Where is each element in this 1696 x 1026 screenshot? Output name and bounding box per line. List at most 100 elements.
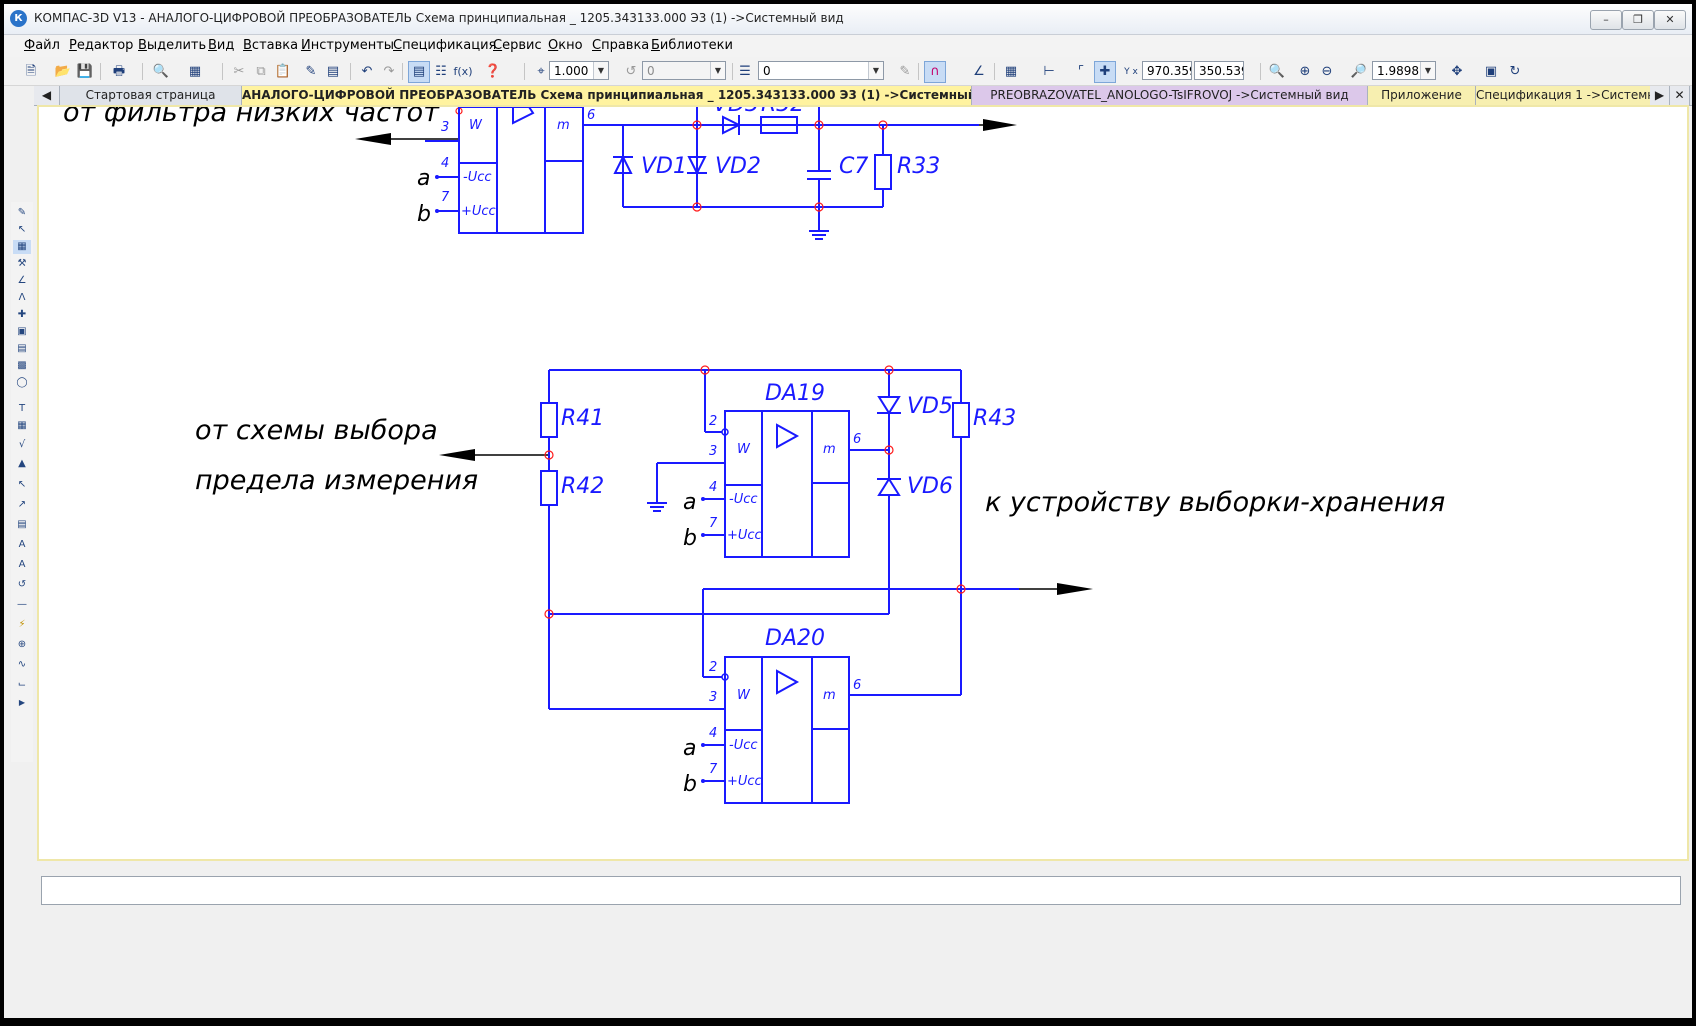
chevron-down-icon: ▼ (593, 62, 608, 79)
zoom-combo[interactable]: 1.9898▼ (1372, 61, 1436, 80)
geometry-icon[interactable]: ✎ (17, 207, 27, 218)
tab-appendix[interactable]: Приложение (1368, 86, 1476, 105)
format-painter-icon[interactable]: ✎ (305, 64, 317, 79)
chevron-down-icon: ▼ (1420, 62, 1435, 79)
zoom-value: 1.9898 (1377, 64, 1419, 78)
section-icon[interactable]: ↺ (17, 579, 27, 590)
measure-icon[interactable]: Λ (18, 292, 26, 303)
chevron-right-icon[interactable]: ▶ (18, 698, 26, 707)
menu-help[interactable]: Справка (592, 38, 650, 53)
dimensions-icon[interactable]: ↖ (17, 224, 27, 235)
break-line-icon[interactable]: ⌙ (17, 679, 27, 690)
menu-editor[interactable]: Редактор (69, 38, 134, 53)
menu-service[interactable]: Сервис (493, 38, 542, 53)
marking-icon[interactable]: A (18, 539, 26, 550)
menu-insert[interactable]: Вставка (243, 38, 299, 53)
supply-label: b (683, 772, 697, 797)
reports-icon[interactable]: ▩ (17, 360, 27, 371)
pan-icon[interactable]: ✥ (1451, 64, 1463, 79)
menu-specification[interactable]: Спецификация (393, 38, 497, 53)
symbols-icon[interactable]: ▦ (13, 240, 31, 254)
center-mark-icon[interactable]: ⊕ (17, 639, 27, 650)
associative-views-icon[interactable]: ▣ (17, 326, 27, 337)
coordinate-system-icon[interactable]: ⊢ (1043, 64, 1055, 79)
parametrization-icon[interactable]: ∠ (17, 275, 27, 286)
zoom-in-icon[interactable]: ⊕ (1299, 64, 1311, 79)
tolerance-icon[interactable]: ▤ (17, 519, 27, 530)
menu-select[interactable]: Выделить (138, 38, 207, 53)
preview-icon[interactable]: 🔍 (152, 64, 170, 79)
properties-icon[interactable]: ▤ (326, 64, 340, 79)
cut-icon[interactable]: ✂ (233, 64, 245, 79)
scale-combo[interactable]: 1.000▼ (549, 61, 609, 80)
context-help-icon[interactable]: ❓ (484, 64, 502, 79)
menu-window[interactable]: Окно (548, 38, 583, 53)
view-arrow-icon[interactable]: A (18, 559, 26, 570)
leader-icon[interactable]: ↖ (17, 479, 27, 490)
tabs-scroll-left-icon[interactable]: ◀ (34, 86, 60, 105)
maximize-button[interactable]: ❐ (1622, 10, 1654, 30)
tree-view-icon[interactable]: ▤ (408, 61, 430, 83)
tab-adc-schematic[interactable]: АНАЛОГО-ЦИФРОВОЙ ПРЕОБРАЗОВАТЕЛЬ Схема п… (242, 86, 972, 105)
label-vd1: VD1 (641, 154, 687, 179)
drawing-canvas[interactable]: от фильтра низких частот W m 3 6 -Ucc +U… (37, 105, 1689, 861)
coord-x-field[interactable]: 970.359 (1142, 61, 1192, 80)
snap-mode-icon[interactable]: ✚ (1094, 61, 1116, 83)
refresh-view-icon[interactable]: ▣ (1484, 64, 1498, 79)
open-folder-icon[interactable]: 📂 (54, 64, 72, 79)
wave-line-icon[interactable]: ∿ (17, 659, 27, 670)
scale-icon[interactable]: ⌖ (537, 64, 545, 79)
manager-icon[interactable]: ▦ (188, 64, 202, 79)
coord-y-field[interactable]: 350.539 (1194, 61, 1244, 80)
close-button[interactable]: ✕ (1654, 10, 1686, 30)
layer-combo[interactable]: 0▼ (758, 61, 884, 80)
grid-icon[interactable]: ▦ (1004, 64, 1018, 79)
select-icon[interactable]: ✚ (17, 309, 27, 320)
insert-icon[interactable]: ◯ (16, 377, 28, 388)
paste-icon[interactable]: 📋 (274, 64, 292, 79)
ortho-icon[interactable]: ⌜ (1077, 64, 1085, 79)
close-tab-icon[interactable]: ✕ (1670, 86, 1690, 105)
table-icon[interactable]: ▦ (17, 420, 27, 431)
pin-number: 2 (709, 414, 717, 429)
resistor-r33 (874, 154, 892, 190)
command-line-field[interactable] (41, 876, 1681, 905)
tab-start-page[interactable]: Стартовая страница (60, 86, 242, 105)
copy-icon[interactable]: ⧉ (256, 64, 266, 79)
function-icon[interactable]: f(x) (453, 65, 473, 78)
angle-icon[interactable]: ↺ (625, 64, 637, 79)
electric-icon[interactable]: ⚡ (18, 619, 26, 630)
zoom-scale-icon[interactable]: 🔎 (1350, 64, 1368, 79)
layers-icon[interactable]: ☰ (739, 64, 751, 79)
minimize-button[interactable]: – (1590, 10, 1622, 30)
menu-tools[interactable]: Инструменты (301, 38, 395, 53)
tabs-scroll-right-icon[interactable]: ▶ (1650, 86, 1670, 105)
menu-file[interactable]: Файл (24, 38, 60, 53)
menu-view[interactable]: Вид (208, 38, 235, 53)
angle-combo[interactable]: 0▼ (642, 61, 726, 80)
diode-icon (613, 154, 633, 174)
layer-settings-icon[interactable]: ✎ (899, 64, 911, 79)
tab-specification[interactable]: Спецификация 1 ->Системный... (1476, 86, 1680, 105)
zoom-out-icon[interactable]: ⊖ (1321, 64, 1333, 79)
axis-line-icon[interactable]: — (17, 599, 27, 610)
position-leader-icon[interactable]: ↗ (17, 499, 27, 510)
save-icon[interactable]: 💾 (76, 64, 94, 79)
base-icon[interactable]: ▲ (18, 458, 26, 469)
new-document-icon[interactable]: 🗎 (25, 64, 37, 79)
local-snap-icon[interactable]: ∠ (973, 64, 985, 79)
magnet-snap-icon[interactable]: ∩ (924, 61, 946, 83)
menu-libraries[interactable]: Библиотеки (651, 38, 733, 53)
text-icon[interactable]: T (18, 403, 26, 414)
variables-icon[interactable]: ☷ (435, 64, 447, 79)
junction-node (692, 202, 702, 212)
tab-preobrazovatel[interactable]: PREOBRAZOVATEL_ANOLOGO-TsIFROVOJ ->Систе… (972, 86, 1368, 105)
redraw-icon[interactable]: ↻ (1509, 64, 1521, 79)
print-icon[interactable]: 🖶 (112, 64, 126, 79)
roughness-icon[interactable]: √ (18, 439, 26, 450)
edit-icon[interactable]: ⚒ (17, 258, 27, 269)
zoom-window-icon[interactable]: 🔍 (1268, 64, 1286, 79)
undo-icon[interactable]: ↶ (361, 64, 373, 79)
spec-icon[interactable]: ▤ (17, 343, 27, 354)
redo-icon[interactable]: ↷ (383, 64, 395, 79)
